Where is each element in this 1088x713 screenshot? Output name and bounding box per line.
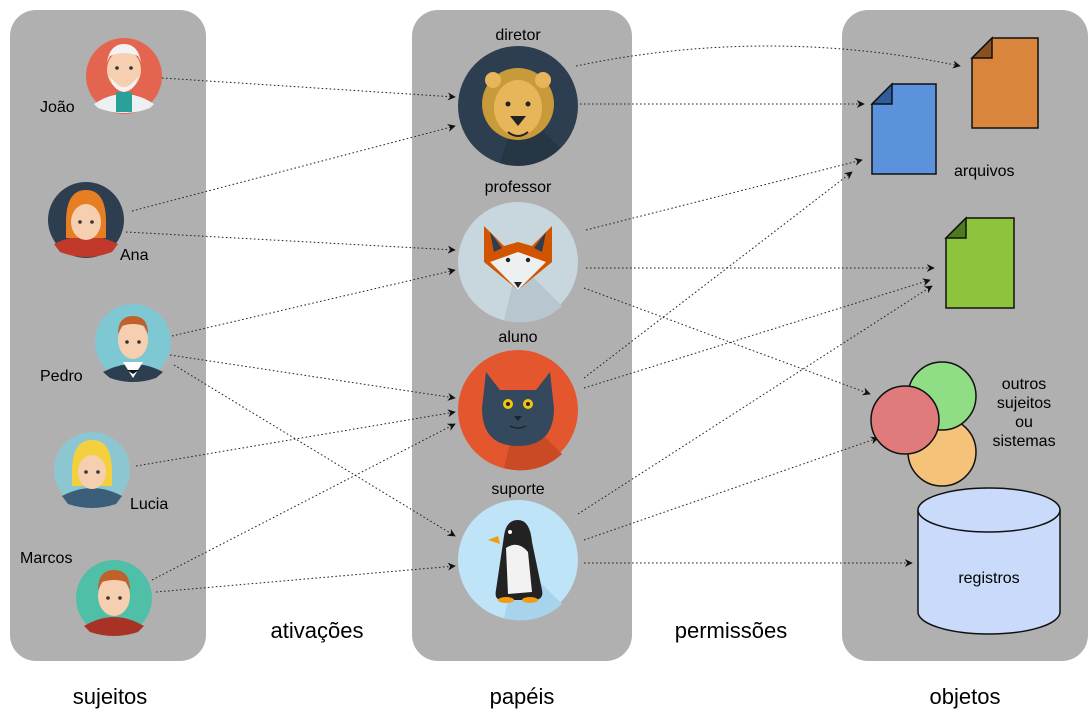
penguin-icon [458, 500, 578, 621]
file-green[interactable] [944, 216, 1015, 309]
subject-marcos-label: Marcos [20, 550, 72, 567]
others-label-2: sujeitos [997, 395, 1051, 412]
objects-column-title: objetos [930, 684, 1001, 709]
database[interactable]: registros [917, 487, 1061, 635]
activation-joao-diretor [161, 77, 456, 101]
role-suporte-label: suporte [491, 481, 544, 498]
subject-joao[interactable]: João [40, 38, 162, 116]
subject-lucia-label: Lucia [130, 496, 168, 513]
venn-circles-icon [870, 361, 977, 487]
file-orange[interactable] [970, 36, 1039, 129]
avatar-pedro-icon [95, 304, 171, 382]
subject-pedro[interactable]: Pedro [40, 304, 171, 385]
others-label-4: sistemas [992, 433, 1055, 450]
permission-aluno-file-blue [583, 171, 853, 379]
role-professor-label: professor [485, 179, 552, 196]
subjects-column-title: sujeitos [73, 684, 148, 709]
database-label: registros [958, 570, 1019, 587]
permission-professor-others [583, 287, 871, 396]
database-icon [917, 487, 1061, 635]
subject-joao-label: João [40, 99, 75, 116]
activations-label: ativações [271, 618, 364, 643]
subject-ana[interactable]: Ana [48, 182, 149, 264]
subject-ana-label: Ana [120, 247, 149, 264]
permission-aluno-file-green [583, 278, 931, 389]
other-systems[interactable]: outros sujeitos ou sistemas [870, 361, 1056, 487]
activation-pedro-professor [171, 267, 456, 337]
permission-diretor-file-orange [575, 45, 961, 69]
avatar-lucia-icon [54, 432, 130, 508]
subject-lucia[interactable]: Lucia [54, 432, 168, 513]
files-label: arquivos [954, 163, 1014, 180]
role-professor[interactable]: professor [458, 179, 578, 323]
avatar-ana-icon [48, 182, 124, 258]
activation-pedro-aluno [169, 354, 456, 401]
permission-professor-file-blue [585, 157, 863, 231]
role-aluno-label: aluno [498, 329, 537, 346]
connector-lines [125, 45, 961, 593]
subject-marcos[interactable]: Marcos [20, 550, 152, 636]
role-aluno[interactable]: aluno [458, 329, 578, 471]
activation-ana-professor [125, 231, 456, 254]
others-label-1: outros [1002, 376, 1046, 393]
avatar-joao-icon [86, 38, 162, 114]
others-label-3: ou [1015, 414, 1033, 431]
subject-pedro-label: Pedro [40, 368, 83, 385]
fox-icon [458, 202, 578, 323]
cat-icon [458, 350, 578, 471]
roles-panel [412, 10, 632, 661]
role-diretor-label: diretor [495, 27, 541, 44]
permissions-label: permissões [675, 618, 787, 643]
lion-icon [458, 46, 578, 166]
roles-column-title: papéis [490, 684, 555, 709]
file-blue[interactable] [870, 82, 937, 175]
activation-pedro-suporte [173, 364, 456, 537]
avatar-marcos-icon [76, 560, 152, 636]
role-diretor[interactable]: diretor [458, 27, 578, 166]
role-suporte[interactable]: suporte [458, 481, 578, 621]
activation-marcos-aluno [151, 423, 456, 581]
